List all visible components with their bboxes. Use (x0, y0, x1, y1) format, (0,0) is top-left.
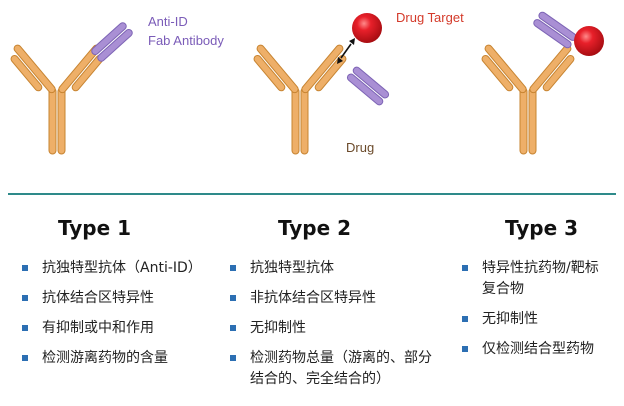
light-chain-left (253, 54, 286, 92)
fab-chain (533, 19, 572, 49)
bullet-icon (462, 316, 468, 322)
list-item: 特异性抗药物/靶标复合物 (462, 258, 622, 300)
drug-target-ball (352, 13, 382, 43)
label-drug: Drug (346, 140, 374, 155)
heavy-chain-arm-left (484, 44, 527, 94)
bullet-icon (22, 325, 28, 331)
arrowhead-icon (349, 38, 355, 45)
list-item: 抗独特型抗体 (230, 258, 460, 279)
anti-id-fab-type-2 (346, 66, 390, 106)
light-chain-left (481, 54, 514, 92)
list-item: 仅检测结合型药物 (462, 339, 622, 360)
bullet-icon (230, 355, 236, 361)
type-1-title: Type 1 (58, 216, 132, 240)
fab-chain (97, 28, 133, 62)
heavy-chain-stem (291, 87, 300, 155)
heavy-chain-arm-left (13, 44, 56, 94)
list-item: 非抗体结合区特异性 (230, 288, 460, 309)
fab-chain (352, 66, 390, 99)
heavy-chain-stem (300, 87, 309, 155)
antibody-type-3 (481, 44, 575, 155)
heavy-chain-stem (48, 87, 57, 155)
bullet-icon (462, 346, 468, 352)
antibody-type-1 (10, 44, 104, 155)
drug-target-ball (574, 26, 604, 56)
heavy-chain-stem (528, 87, 537, 155)
list-item: 检测药物总量（游离的、部分结合的、完全结合的） (230, 348, 460, 390)
binding-arrow (340, 43, 352, 59)
fab-chain (346, 73, 384, 106)
list-item: 抗体结合区特异性 (22, 288, 227, 309)
label-drug-target: Drug Target (396, 10, 464, 25)
light-chain-right (314, 54, 347, 92)
bullet-icon (230, 295, 236, 301)
bullet-icon (462, 265, 468, 271)
arrowhead-icon (337, 57, 343, 64)
bullet-icon (22, 295, 28, 301)
bullet-icon (230, 325, 236, 331)
type-1-list: 抗独特型抗体（Anti-ID） 抗体结合区特异性 有抑制或中和作用 检测游离药物… (22, 258, 227, 378)
list-item: 有抑制或中和作用 (22, 318, 227, 339)
heavy-chain-stem (57, 87, 66, 155)
type-2-list: 抗独特型抗体 非抗体结合区特异性 无抑制性 检测药物总量（游离的、部分结合的、完… (230, 258, 460, 390)
list-item: 无抑制性 (462, 309, 622, 330)
type-3-title: Type 3 (505, 216, 579, 240)
bullet-icon (22, 265, 28, 271)
light-chain-left (10, 54, 43, 92)
heavy-chain-arm-left (256, 44, 299, 94)
antibody-illustration: Anti-ID Fab Antibody Drug Target Drug (10, 10, 604, 155)
list-item: 抗独特型抗体（Anti-ID） (22, 258, 227, 279)
heavy-chain-arm-right (301, 44, 344, 94)
bullet-icon (22, 355, 28, 361)
bullet-icon (230, 265, 236, 271)
fab-chain (91, 22, 127, 56)
type-2-title: Type 2 (278, 216, 352, 240)
anti-id-fab-type-1 (91, 22, 133, 62)
antibody-type-2 (253, 44, 347, 155)
heavy-chain-stem (519, 87, 528, 155)
list-item: 检测游离药物的含量 (22, 348, 227, 369)
label-anti-id: Anti-ID (148, 14, 188, 29)
light-chain-right (542, 54, 575, 92)
list-item: 无抑制性 (230, 318, 460, 339)
section-divider (8, 193, 616, 195)
label-fab-antibody: Fab Antibody (148, 33, 224, 48)
anti-complex-fab-type-3 (533, 11, 577, 49)
type-3-list: 特异性抗药物/靶标复合物 无抑制性 仅检测结合型药物 (462, 258, 622, 369)
